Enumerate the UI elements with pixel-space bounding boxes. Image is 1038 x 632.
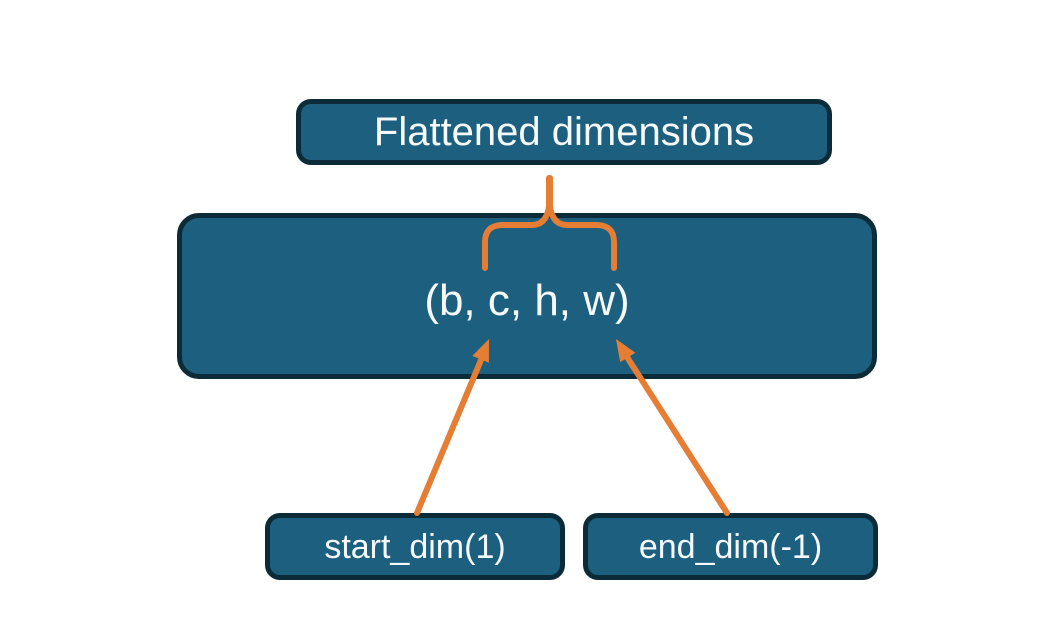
end-dim-label: end_dim(-1)	[638, 527, 823, 566]
start-dim-label: start_dim(1)	[324, 527, 506, 566]
flattened-dimensions-label: Flattened dimensions	[373, 110, 755, 154]
tensor-shape-box: (b, c, h, w)	[177, 213, 877, 379]
end-dim-box: end_dim(-1)	[583, 513, 878, 580]
tensor-shape-label: (b, c, h, w)	[424, 276, 630, 325]
start-dim-box: start_dim(1)	[265, 513, 565, 580]
flattened-dimensions-box: Flattened dimensions	[296, 99, 832, 165]
